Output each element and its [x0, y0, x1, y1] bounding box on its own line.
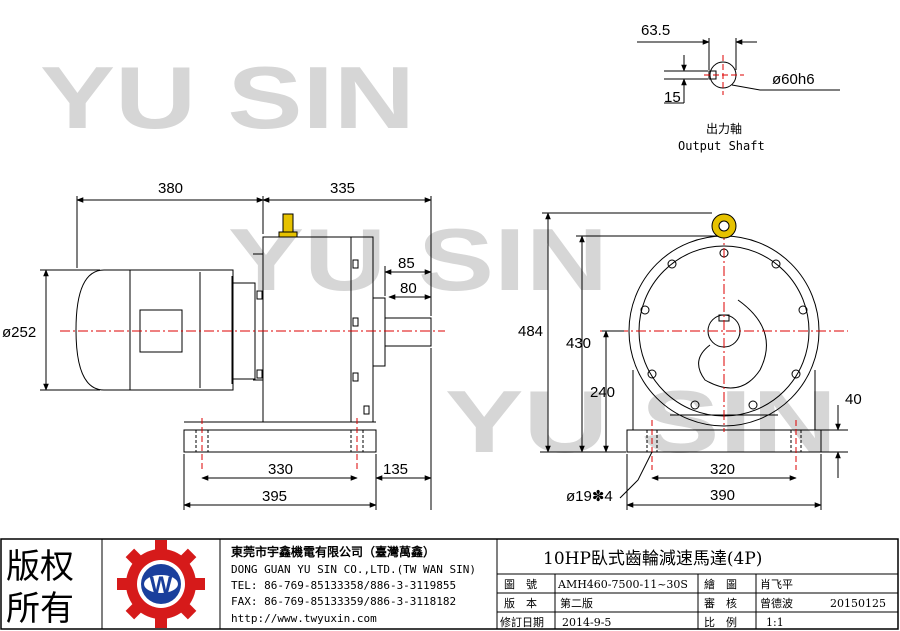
value-drawing-no: AMH460-7500-11~30S [557, 578, 688, 591]
dim-motor-dia: ø252 [2, 324, 36, 341]
dim-395: 395 [262, 488, 287, 505]
dim-320: 320 [710, 461, 735, 478]
logo-letter: W [150, 572, 173, 599]
output-shaft-detail [637, 38, 840, 104]
dim-shaft-diameter: ø60h6 [772, 71, 815, 88]
label-version: 版 本 [504, 596, 537, 610]
label-drawn: 繪 圖 [704, 577, 737, 591]
dim-40: 40 [845, 391, 862, 408]
dim-484: 484 [518, 323, 543, 340]
value-drawn: 肖飞平 [760, 577, 793, 591]
title-block [0, 538, 899, 630]
label-review: 審 核 [704, 596, 737, 610]
dim-380: 380 [158, 180, 183, 197]
company-tel: TEL: 86-769-85133358/886-3-3119855 [231, 579, 456, 592]
company-web: http://www.twyuxin.com [231, 612, 377, 625]
dim-430: 430 [566, 335, 591, 352]
watermark-group: YU SIN YU SIN YU SIN [40, 48, 837, 471]
value-review: 曾德波 [760, 596, 793, 610]
dim-335: 335 [330, 180, 355, 197]
value-scale: 1:1 [766, 616, 784, 629]
company-name-cn: 東莞市宇鑫機電有限公司（臺灣萬鑫） [231, 544, 435, 559]
eye-bolt-side [278, 213, 298, 238]
dim-85: 85 [398, 255, 415, 272]
label-scale: 比 例 [704, 615, 737, 629]
product-title: 10HP臥式齒輪減速馬達(4P) [543, 549, 762, 569]
dim-keyway-63-5: 63.5 [641, 22, 670, 39]
label-revised: 修訂日期 [500, 615, 544, 629]
dim-135: 135 [383, 461, 408, 478]
dim-holes: ø19✽4 [566, 488, 613, 505]
dim-330: 330 [268, 461, 293, 478]
dim-390: 390 [710, 487, 735, 504]
dim-80: 80 [400, 280, 417, 297]
watermark-bottom-right: YU SIN [445, 372, 837, 471]
output-shaft-label-cn: 出力軸 [706, 122, 742, 136]
dim-key-15: 15 [664, 89, 681, 106]
front-view [540, 212, 848, 510]
company-name-en: DONG GUAN YU SIN CO.,LTD.(TW WAN SIN) [231, 563, 476, 576]
copyright-stamp-line2: 所有 [6, 589, 74, 629]
watermark-top-left: YU SIN [40, 48, 415, 147]
company-fax: FAX: 86-769-85133359/886-3-3118182 [231, 595, 456, 608]
side-view [40, 196, 445, 510]
value-version: 第二版 [560, 596, 593, 610]
company-logo: W [117, 540, 205, 628]
eye-bolt-front [711, 213, 737, 239]
label-drawing-no: 圖 號 [504, 578, 537, 591]
dim-240: 240 [590, 384, 615, 401]
value-revised: 2014-9-5 [562, 616, 611, 629]
output-shaft-label-en: Output Shaft [678, 139, 765, 153]
copyright-stamp-line1: 版权 [6, 547, 74, 587]
value-review-date: 20150125 [830, 597, 886, 610]
